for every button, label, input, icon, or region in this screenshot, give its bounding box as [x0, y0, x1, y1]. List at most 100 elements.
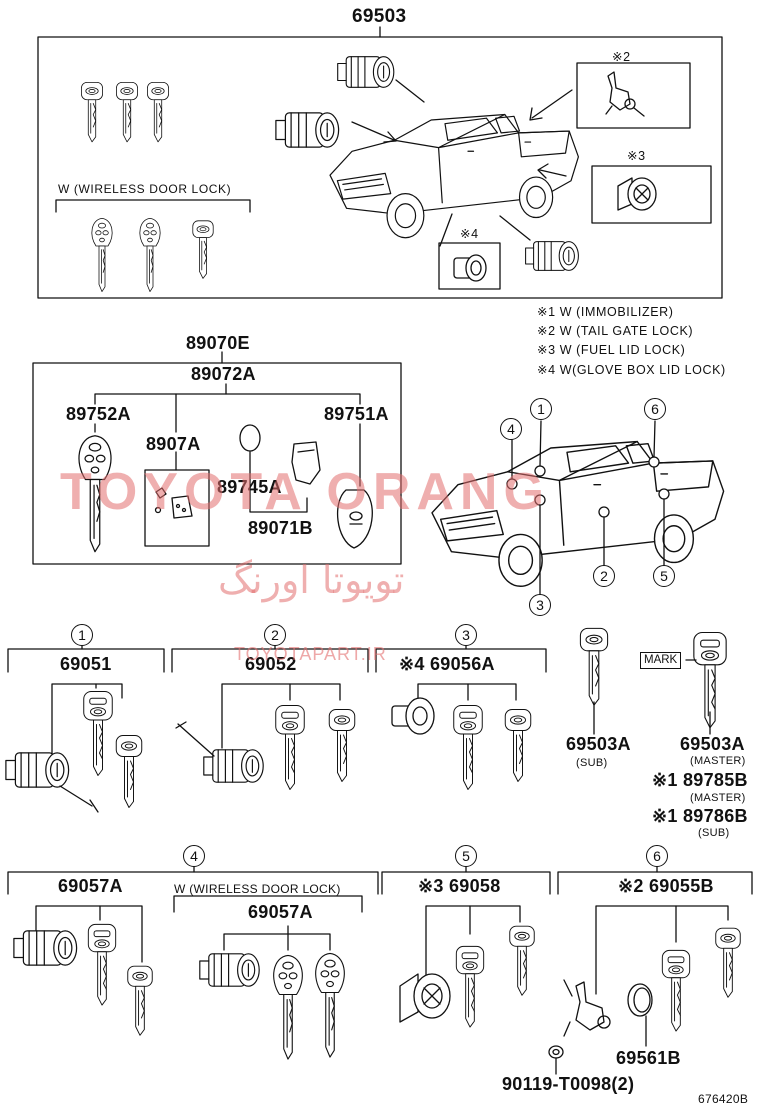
kit-4w-lines	[223, 933, 331, 951]
remote-key-icon	[315, 952, 345, 1058]
door-lock-cylinder-icon	[199, 953, 260, 987]
nut-icon	[548, 1045, 564, 1059]
kit-1-bracket	[7, 648, 165, 673]
battery-icon	[239, 424, 261, 452]
blank-master-note: (MASTER)	[690, 792, 746, 804]
kit-4w-bracket	[173, 895, 363, 913]
blank-master-part: ※1 89785B	[652, 770, 748, 790]
master-key-icon	[453, 705, 483, 790]
mark-label: MARK	[640, 652, 682, 669]
kit-6-lines	[595, 905, 729, 995]
note-4: ※4 W(GLOVE BOX LID LOCK)	[537, 363, 726, 377]
part-89071b: 89071B	[248, 518, 313, 538]
part-89752a: 89752A	[66, 404, 131, 424]
watermark-farsi: تویوتا اورنگ	[218, 558, 405, 602]
part-89745a: 89745A	[217, 477, 282, 497]
top-wireless-label: W (WIRELESS DOOR LOCK)	[58, 182, 232, 196]
sub-key-loose-icon	[579, 627, 609, 706]
watermark-latin: TOYOTA ORANG	[60, 463, 550, 521]
master-key-icon	[83, 691, 113, 776]
kit-5-part: ※3 69058	[418, 876, 501, 896]
transmitter-bracket	[94, 393, 361, 405]
mark-3-label: ※3	[627, 149, 646, 163]
kit-4w-label: W (WIRELESS DOOR LOCK)	[174, 882, 341, 896]
glove-box-lock-box	[438, 242, 501, 290]
kit-6-part: ※2 69055B	[618, 876, 714, 896]
sub-key-icon	[715, 927, 741, 998]
kit-6-callout: 6	[646, 845, 668, 867]
master-key-icon	[455, 945, 485, 1028]
kit-3-bracket	[375, 648, 547, 673]
sub-key-icon	[504, 709, 532, 782]
glove-box-lock-icon	[453, 254, 487, 282]
remote-key-icon-top-1	[91, 218, 113, 292]
ignition-cylinder-icon	[337, 56, 395, 88]
sub-key-note: (SUB)	[576, 757, 608, 769]
glove-box-lock-icon	[391, 697, 435, 735]
kit-3-callout: 3	[455, 624, 477, 646]
master-key-icon	[275, 705, 305, 790]
kit-2-lines	[221, 683, 341, 749]
note-2: ※2 W (TAIL GATE LOCK)	[537, 324, 694, 338]
callout-point-6	[648, 456, 660, 468]
part-89751a: 89751A	[324, 404, 389, 424]
rear-lock-cylinder-icon	[525, 241, 579, 271]
key-cover-icon	[291, 441, 321, 485]
transmitter-board-box	[144, 469, 210, 547]
kit-2-callout: 2	[264, 624, 286, 646]
fuel-lid-lock-box	[591, 165, 712, 224]
bracket-89071b	[249, 451, 308, 513]
callout-2: 2	[593, 565, 615, 587]
door-lock-cylinder-icon	[275, 112, 340, 148]
arrow-icon	[351, 121, 397, 143]
remote-case-icon	[336, 489, 373, 549]
key-icon-top-4	[192, 220, 214, 279]
ignition-cylinder-icon	[5, 752, 70, 788]
kit-5-lines	[425, 905, 521, 981]
mark-2-label: ※2	[612, 50, 631, 64]
transmitter-frame	[32, 362, 402, 565]
master-key-note: (MASTER)	[690, 755, 746, 767]
kit-3-part: ※4 69056A	[399, 654, 495, 674]
kit-4-part: 69057A	[58, 876, 123, 896]
kit-4-lines	[35, 905, 143, 963]
remote-key-icon	[273, 954, 303, 1060]
kit-4-bracket	[7, 871, 379, 895]
part-8907a: 8907A	[146, 434, 201, 454]
part-89072a: 89072A	[191, 364, 256, 384]
callout-point-2	[598, 506, 610, 518]
watermark-site: TOYOTAPART.IR	[234, 644, 387, 664]
kit-6-bracket	[557, 871, 753, 895]
kit-4-callout: 4	[183, 845, 205, 867]
mark-4-label: ※4	[460, 227, 479, 241]
cap-icon	[627, 983, 653, 1017]
note-1: ※1 W (IMMOBILIZER)	[537, 305, 674, 319]
wireless-bracket	[55, 199, 251, 213]
sub-key-icon	[328, 709, 356, 782]
arrow-icon	[537, 163, 567, 179]
callout-3: 3	[529, 594, 551, 616]
kit-2-bracket	[171, 648, 369, 673]
part-69561b: 69561B	[616, 1048, 681, 1068]
circuit-board-icon	[154, 487, 193, 519]
key-icon-top-1	[81, 81, 103, 143]
kit-2-part: 69052	[245, 654, 297, 674]
arrow-icon	[529, 89, 573, 121]
tail-gate-lock-icon	[605, 71, 645, 117]
callout-5: 5	[653, 565, 675, 587]
kit-4w-part: 69057A	[248, 902, 313, 922]
sub-key-icon	[115, 735, 143, 808]
callout-point-5	[658, 488, 670, 500]
key-icon-top-3	[147, 81, 169, 143]
fuel-lid-lock-icon	[399, 973, 451, 1023]
blank-sub-part: ※1 89786B	[652, 806, 748, 826]
door-lock-rod	[175, 721, 215, 757]
kit-3-lines	[417, 683, 517, 701]
footer-code: 676420B	[698, 1092, 749, 1106]
callout-6: 6	[644, 398, 666, 420]
title-part-number: 69503	[352, 6, 407, 27]
remote-key-icon-top-2	[139, 218, 161, 292]
fuel-lid-lock-icon	[617, 177, 657, 211]
rear-lock-rod	[499, 215, 531, 241]
